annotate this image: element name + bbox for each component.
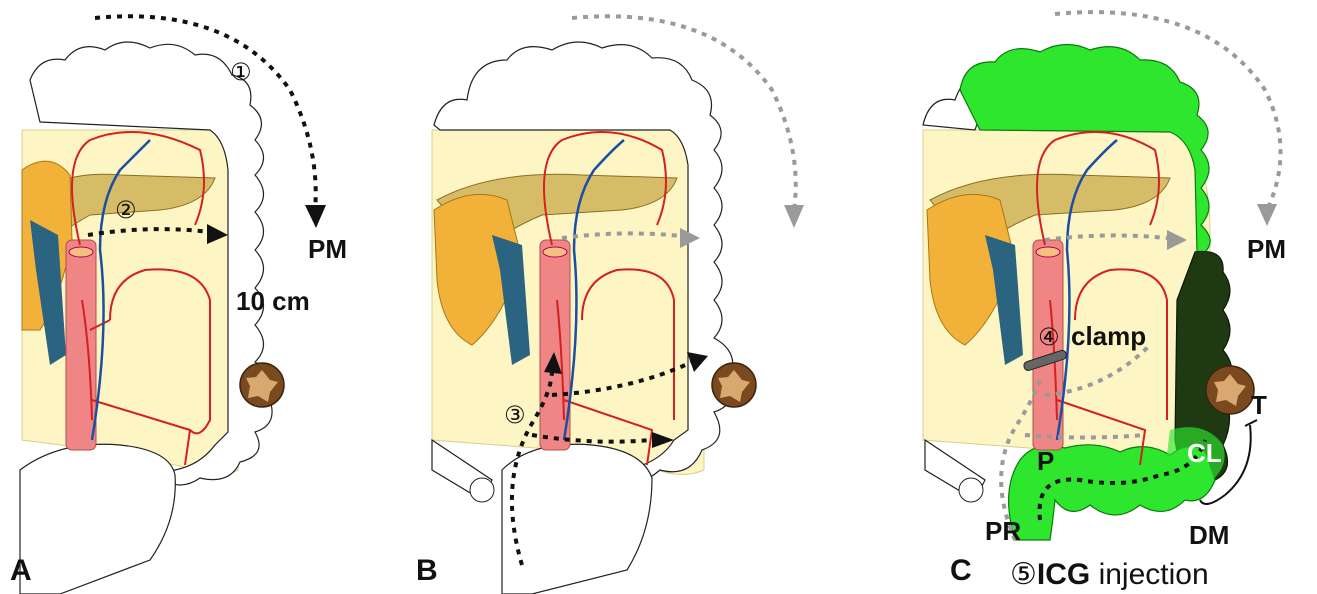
icg-rest: injection [1090,558,1208,591]
dm-label: DM [1189,520,1229,550]
step1-arrowhead-gray [1257,204,1277,226]
pr-label: PR [985,516,1021,546]
panel-a: ① ② PM 10 cm A [10,16,347,594]
panel-b: ③ B [416,16,804,594]
panel-c: ④ clamp PM T CL P PR DM ⑤ICG injection C [923,12,1286,592]
tumor [1206,366,1254,414]
panel-letter-b: B [416,554,438,587]
cl-label: CL [1187,438,1222,468]
step2-marker: ② [115,196,137,224]
icg-injection-label: ⑤ICG injection [1010,557,1209,592]
step1-marker: ① [230,58,252,86]
step4-marker: ④ [1038,323,1060,351]
clamp-label: clamp [1071,321,1146,351]
p-label: P [1037,446,1054,476]
pm-label: PM [308,234,347,264]
step5-marker: ⑤ [1010,557,1037,592]
pm-label: PM [1247,234,1286,264]
tumor-label: T [1251,390,1267,420]
distance-label: 10 cm [236,286,310,316]
step1-arrowhead-gray [784,205,804,228]
icg-bold: ICG [1037,558,1090,591]
tumor [712,363,756,407]
aorta [540,240,570,450]
panel-letter-c: C [950,554,972,587]
tumor [240,363,284,407]
step3-marker: ③ [504,401,526,429]
ileum-end [470,478,494,502]
panel-letter-a: A [10,554,32,587]
step1-arrowhead [305,205,326,228]
ileum-end [959,478,983,502]
